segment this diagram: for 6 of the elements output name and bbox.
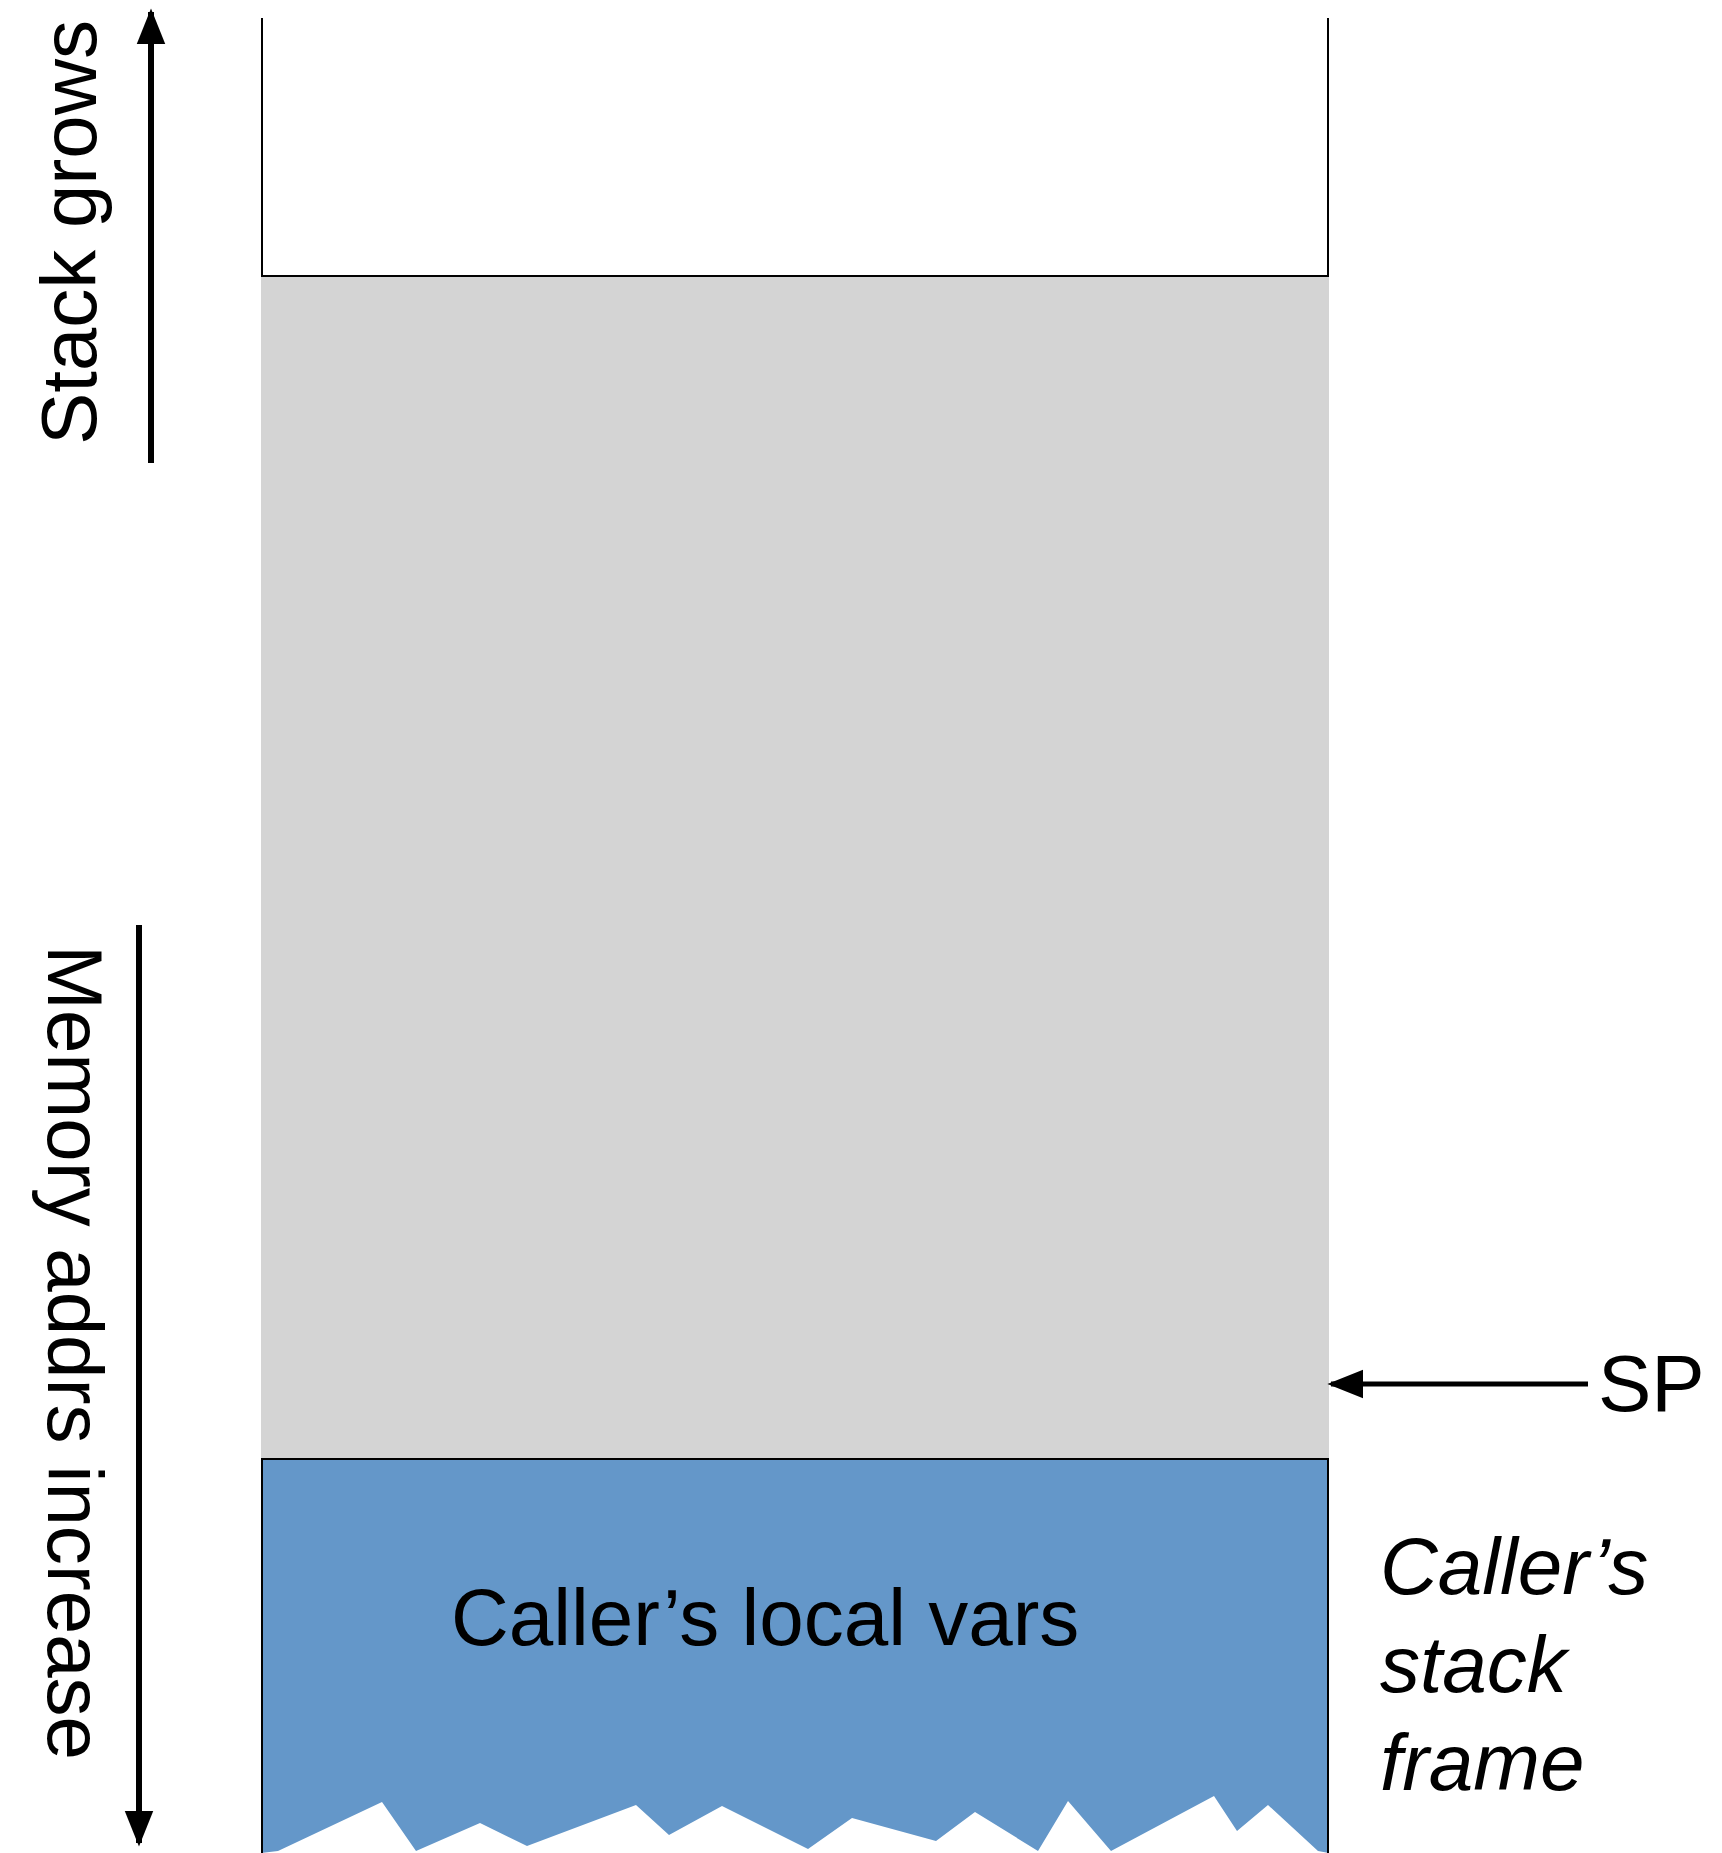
- pointer-label: SP: [1598, 1340, 1722, 1428]
- frame-label: Caller’s local vars: [451, 1578, 1080, 1658]
- caller-frame-box: [261, 1458, 1329, 1853]
- stack-frame-region: [261, 277, 1329, 1458]
- frame-caption: Caller’s stack frame: [1380, 1521, 1650, 1809]
- arrow: [1327, 1369, 1588, 1399]
